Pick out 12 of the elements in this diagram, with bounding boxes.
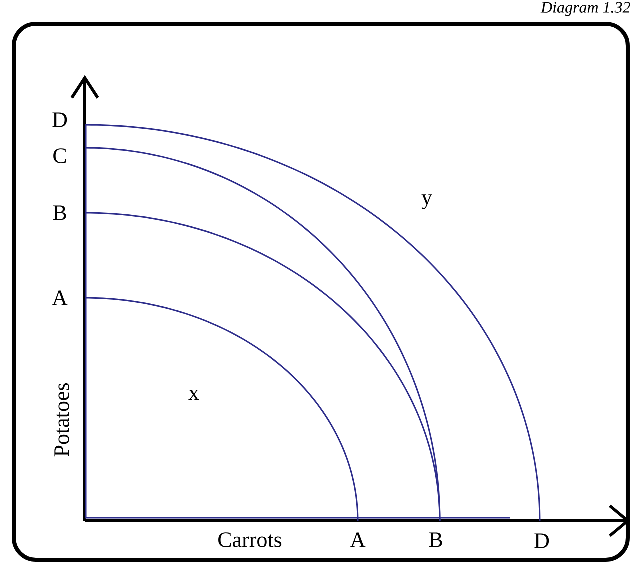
caption: Diagram 1.32: [540, 2, 630, 16]
axis-tick-label: A: [350, 532, 366, 548]
axis-tick-label: B: [429, 532, 442, 548]
axis-tick-label: A: [52, 290, 68, 306]
axis-tick-label: B: [53, 206, 66, 220]
region-label: x: [188, 390, 200, 400]
axis-tick-label: C: [54, 148, 66, 164]
axis-title: Carrots: [218, 532, 282, 548]
axis-title: Potatoes: [54, 384, 70, 457]
region-label: y: [422, 194, 432, 210]
axis-tick-label: D: [534, 534, 550, 548]
axis-tick-label: D: [52, 112, 68, 128]
